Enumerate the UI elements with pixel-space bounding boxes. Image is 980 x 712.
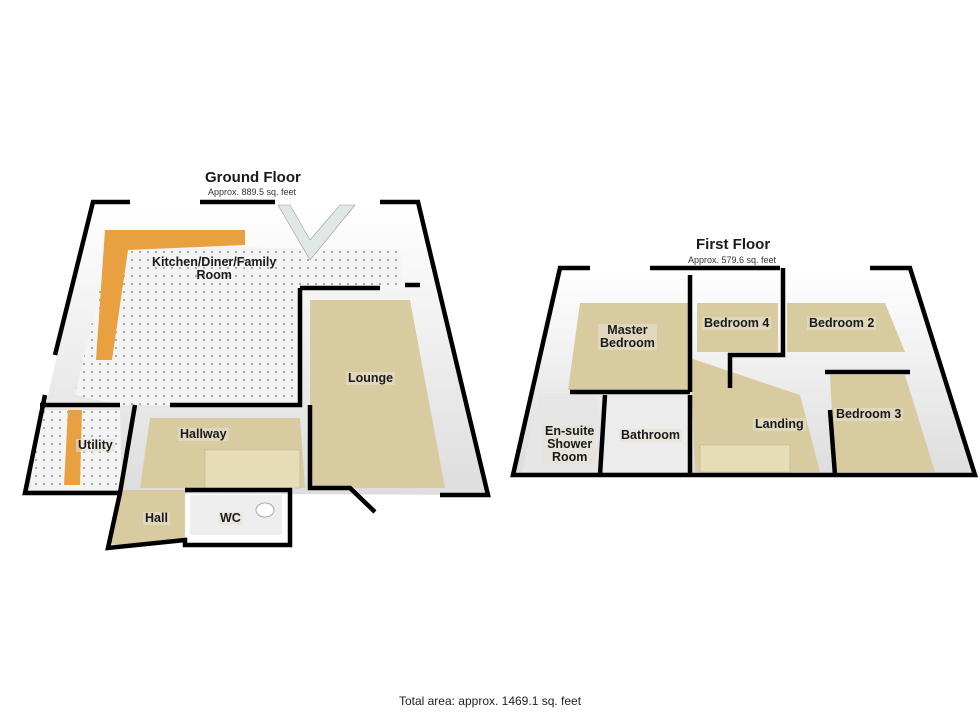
room-label-bedroom-3: Bedroom 3 <box>834 407 904 422</box>
room-label-utility: Utility <box>76 438 115 453</box>
kitchen-floor <box>75 245 402 405</box>
master-label-line2: Bedroom <box>600 336 655 351</box>
room-label-master-bedroom: Master Bedroom <box>598 323 657 351</box>
total-area: Total area: approx. 1469.1 sq. feet <box>398 694 582 708</box>
bifold-doors <box>277 204 356 261</box>
room-label-hallway: Hallway <box>178 427 229 442</box>
room-label-bathroom: Bathroom <box>619 428 683 443</box>
stairs <box>204 449 301 489</box>
wc-toilet <box>255 502 275 518</box>
kitchen-label-line2: Room <box>196 268 232 283</box>
landing-stairs <box>699 444 791 473</box>
worktop <box>96 230 245 360</box>
ensuite-label-line3: Room <box>551 450 588 465</box>
ground-floor-title: Ground Floor <box>205 169 301 186</box>
room-label-hall: Hall <box>143 511 170 526</box>
ground-floor-area: Approx. 889.5 sq. feet <box>208 187 297 197</box>
room-label-ensuite: En-suite Shower Room <box>543 424 597 465</box>
room-label-lounge: Lounge <box>346 371 396 386</box>
room-label-bedroom-4: Bedroom 4 <box>702 316 772 331</box>
master-label-line1: Master <box>607 323 648 337</box>
kitchen-label-line1: Kitchen/Diner/Family <box>152 255 277 269</box>
ensuite-label-line1: En-suite <box>545 424 595 438</box>
lounge-floor <box>310 300 445 488</box>
first-floor-area: Approx. 579.6 sq. feet <box>688 255 777 265</box>
first-floor-title: First Floor <box>696 236 771 253</box>
ensuite-label-line2: Shower <box>547 437 593 452</box>
room-label-wc: WC <box>218 511 243 526</box>
ground-floor-plan <box>22 199 491 551</box>
room-label-bedroom-2: Bedroom 2 <box>807 316 877 331</box>
room-label-kitchen: Kitchen/Diner/Family Room <box>150 255 278 283</box>
utility-worktop <box>64 410 82 485</box>
landing-floor <box>690 358 820 472</box>
bedroom-3-floor <box>830 375 935 472</box>
room-label-landing: Landing <box>753 417 806 432</box>
